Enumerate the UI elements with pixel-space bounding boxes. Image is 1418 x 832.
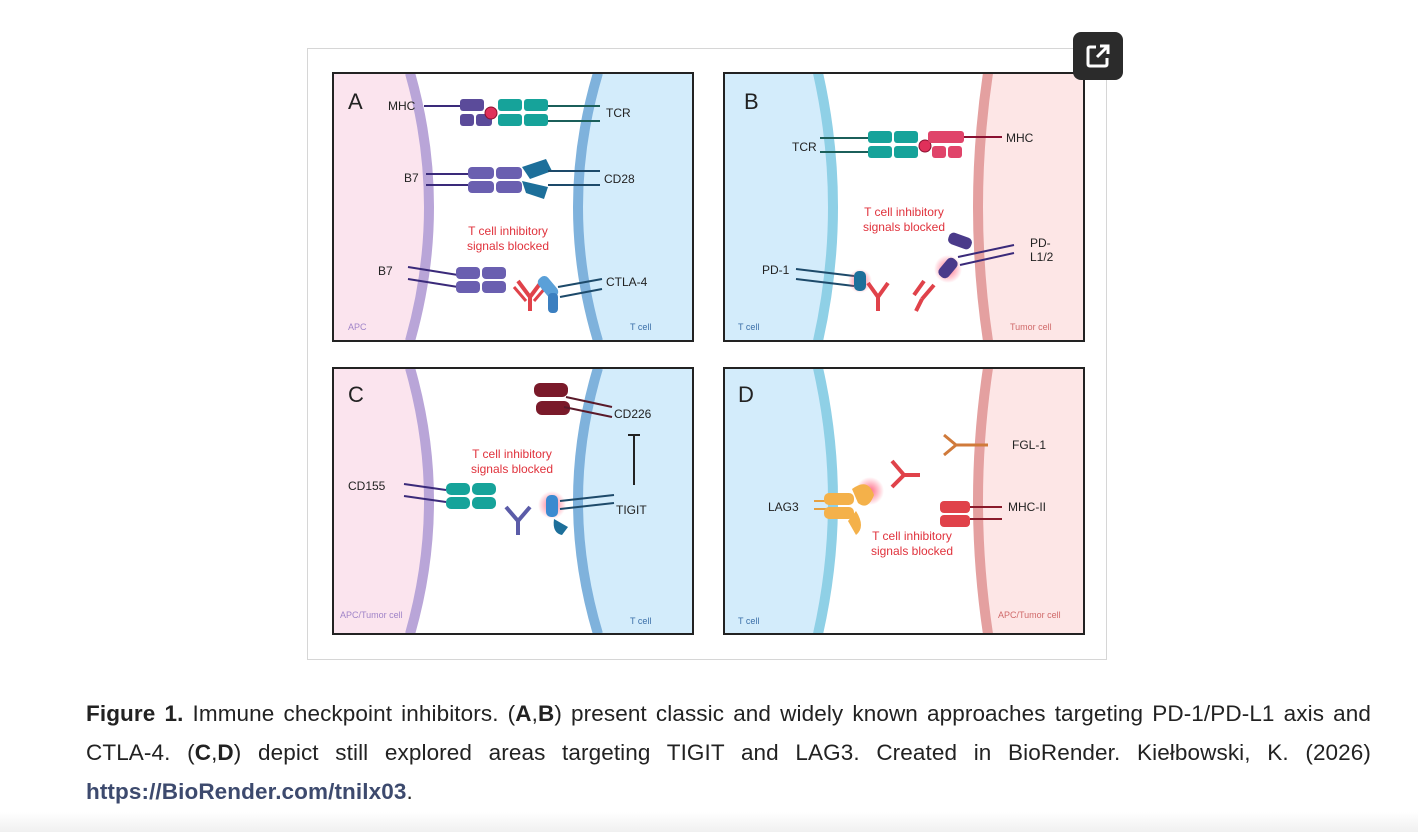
figure-graphic: A MHC TCR B7 CD28 B7 CTLA-4 T cell inhib…: [332, 72, 1085, 635]
cell-label-tcell-a: T cell: [630, 322, 651, 332]
label-cd226: CD226: [614, 407, 652, 421]
caption-bold-b: B: [537, 701, 555, 726]
label-tcr-b: TCR: [792, 140, 817, 154]
caption-bold-c: C: [194, 740, 212, 765]
cell-label-apc-tumor-d: APC/Tumor cell: [998, 610, 1061, 620]
label-cd28: CD28: [604, 172, 635, 186]
inhibitory-note-b-1: T cell inhibitory: [864, 205, 944, 219]
cell-label-apc: APC: [348, 322, 367, 332]
cell-label-tcell-d: T cell: [738, 616, 759, 626]
inhibitory-note-b-2: signals blocked: [863, 220, 945, 234]
page-bottom-edge: [0, 812, 1418, 832]
label-ctla4: CTLA-4: [606, 275, 648, 289]
label-b7-bottom: B7: [378, 264, 393, 278]
label-pd1: PD-1: [762, 263, 790, 277]
expand-figure-button[interactable]: [1073, 32, 1123, 80]
cell-label-apc-tumor-c: APC/Tumor cell: [340, 610, 403, 620]
panel-b-letter: B: [744, 89, 759, 114]
inhibitory-note-c-2: signals blocked: [471, 462, 553, 476]
inhibitory-note-d-1: T cell inhibitory: [872, 529, 952, 543]
caption-text-2: ,: [531, 701, 538, 726]
label-mhc-a: MHC: [388, 99, 416, 113]
cell-label-tcell-b: T cell: [738, 322, 759, 332]
panel-a: A MHC TCR B7 CD28 B7 CTLA-4 T cell inhib…: [332, 72, 694, 342]
inhibitory-note-c-1: T cell inhibitory: [472, 447, 552, 461]
panel-d-letter: D: [738, 382, 754, 407]
external-link-icon: [1086, 44, 1110, 68]
cell-label-tumor-b: Tumor cell: [1010, 322, 1052, 332]
label-mhcii: MHC-II: [1008, 500, 1046, 514]
label-tcr-a: TCR: [606, 106, 631, 120]
panel-d: D FGL-1 LAG3 MHC-II T cell inhibitory si…: [723, 367, 1085, 635]
label-b7-top: B7: [404, 171, 419, 185]
caption-bold-a: A: [515, 701, 532, 726]
caption-text-5: ) depict still explored areas targeting …: [233, 740, 1371, 765]
label-pdl-1: PD-: [1030, 236, 1051, 250]
label-fgl1: FGL-1: [1012, 438, 1046, 452]
cell-label-tcell-c: T cell: [630, 616, 651, 626]
caption-text-1: Immune checkpoint inhibitors. (: [183, 701, 516, 726]
label-pdl-2: L1/2: [1030, 250, 1054, 264]
caption-text-6: .: [406, 779, 413, 804]
inhibitory-note-d-2: signals blocked: [871, 544, 953, 558]
caption-label: Figure 1.: [86, 701, 184, 726]
inhibitory-note-a-2: signals blocked: [467, 239, 549, 253]
label-tigit: TIGIT: [616, 503, 647, 517]
caption-bold-d: D: [217, 740, 234, 765]
label-lag3: LAG3: [768, 500, 799, 514]
inhibitory-note-a-1: T cell inhibitory: [468, 224, 548, 238]
panel-c-letter: C: [348, 382, 364, 407]
caption-text-3: ) present classic and widely known appro…: [86, 701, 1371, 765]
label-cd155: CD155: [348, 479, 386, 493]
figure-caption: Figure 1. Immune checkpoint inhibitors. …: [86, 694, 1371, 811]
figure-frame: A MHC TCR B7 CD28 B7 CTLA-4 T cell inhib…: [307, 48, 1107, 660]
panel-b: B TCR MHC PD-1 PD- L1/2 T cell inhibitor…: [723, 72, 1085, 342]
label-mhc-b: MHC: [1006, 131, 1034, 145]
panel-c: C CD226 CD155 TIGIT T cell inhibitory si…: [332, 367, 694, 635]
biorender-link[interactable]: https://BioRender.com/tnilx03: [86, 779, 407, 804]
caption-text-4: ,: [211, 740, 218, 765]
panel-a-letter: A: [348, 89, 363, 114]
